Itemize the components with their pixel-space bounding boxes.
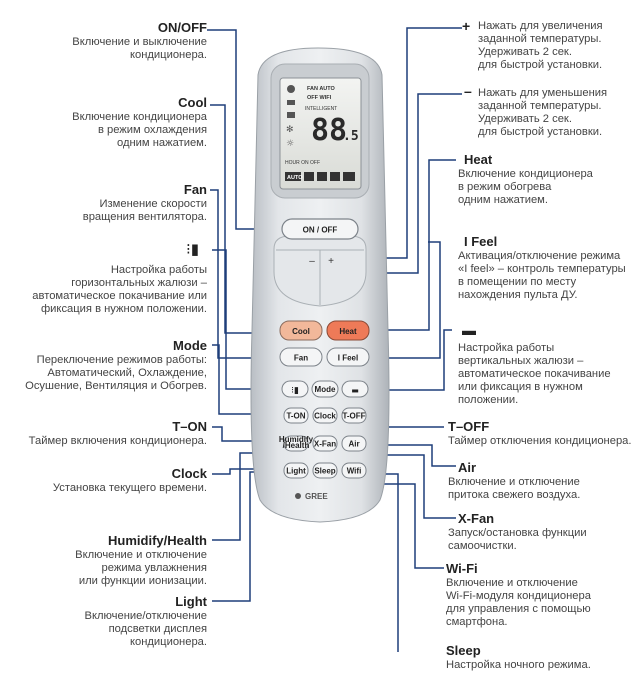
label-vswing: Настройка работы вертикальных жалюзи – а… [458,342,611,406]
lcd-row4: HOUR ON OFF [285,160,320,166]
air-button[interactable]: Air [341,435,367,452]
horizontal-louver-icon: ⁝▮ [186,241,200,258]
humidify-button[interactable]: Humidify /Health [279,435,314,452]
svg-text:GREE: GREE [305,492,328,501]
svg-text:⁝▮: ⁝▮ [291,386,299,396]
svg-text:T-ON: T-ON [286,412,305,421]
lcd-row3: INTELLIGENT [305,106,337,112]
fan-button[interactable]: Fan [279,347,323,367]
svg-text:Sleep: Sleep [314,467,335,476]
vswing-button[interactable]: ▬ [341,380,369,398]
onoff-button[interactable]: ON / OFF [281,218,359,240]
xfan-button[interactable]: X-Fan [312,435,338,452]
lcd-content: FAN AUTO OFF WIFI INTELLIGENT 88 .5 ✻ ☼ … [283,80,359,186]
svg-text:/Health: /Health [283,441,310,450]
lcd-temp: 88 [311,113,347,148]
heat-button[interactable]: Heat [326,320,370,341]
plus-button[interactable]: + [328,256,334,267]
label-plus: + Нажать для увеличения заданной темпера… [462,18,603,71]
wifi-button[interactable]: Wifi [341,462,367,479]
ton-button[interactable]: T-ON [283,407,309,424]
vertical-louver-icon: ▬ [462,322,476,338]
label-minus: – Нажать для уменьшения заданной темпера… [464,83,608,138]
lcd-mode-icons: ✻ ☼ [286,85,295,149]
brand-logo: GREE [295,492,328,501]
svg-text:▬: ▬ [351,386,359,395]
ifeel-button[interactable]: I Feel [326,347,370,367]
mode-button[interactable]: Mode [311,380,339,398]
lcd-screen [279,77,362,190]
svg-text:I Feel: I Feel [338,354,358,363]
lcd-auto: AUTO [287,175,303,181]
svg-text:X-Fan: X-Fan [314,440,336,449]
svg-text:Air: Air [348,440,359,449]
svg-text:Fan: Fan [294,354,308,363]
label-hswing: Настройка работы горизонтальных жалюзи –… [32,264,207,315]
toff-button[interactable]: T-OFF [341,407,367,424]
svg-text:T-OFF: T-OFF [342,412,365,421]
svg-text:Heat: Heat [339,327,357,336]
lcd-decimal: .5 [343,129,359,144]
lcd-row1: FAN AUTO [307,86,336,92]
svg-text:✻: ✻ [286,125,294,135]
svg-text:☼: ☼ [286,139,294,149]
minus-button[interactable]: – [309,256,315,267]
sleep-button[interactable]: Sleep [312,462,338,479]
clock-button[interactable]: Clock [312,407,338,424]
cool-button[interactable]: Cool [279,320,323,341]
lcd-row2: OFF WIFI [307,95,332,101]
svg-text:Mode: Mode [315,385,336,394]
svg-text:Cool: Cool [292,327,310,336]
svg-text:Clock: Clock [314,412,336,421]
light-button[interactable]: Light [283,462,309,479]
svg-text:ON / OFF: ON / OFF [303,226,338,235]
hswing-button[interactable]: ⁝▮ [281,380,309,398]
svg-text:Wifi: Wifi [347,467,362,476]
svg-text:Humidify: Humidify [279,435,314,444]
svg-text:Light: Light [286,467,306,476]
